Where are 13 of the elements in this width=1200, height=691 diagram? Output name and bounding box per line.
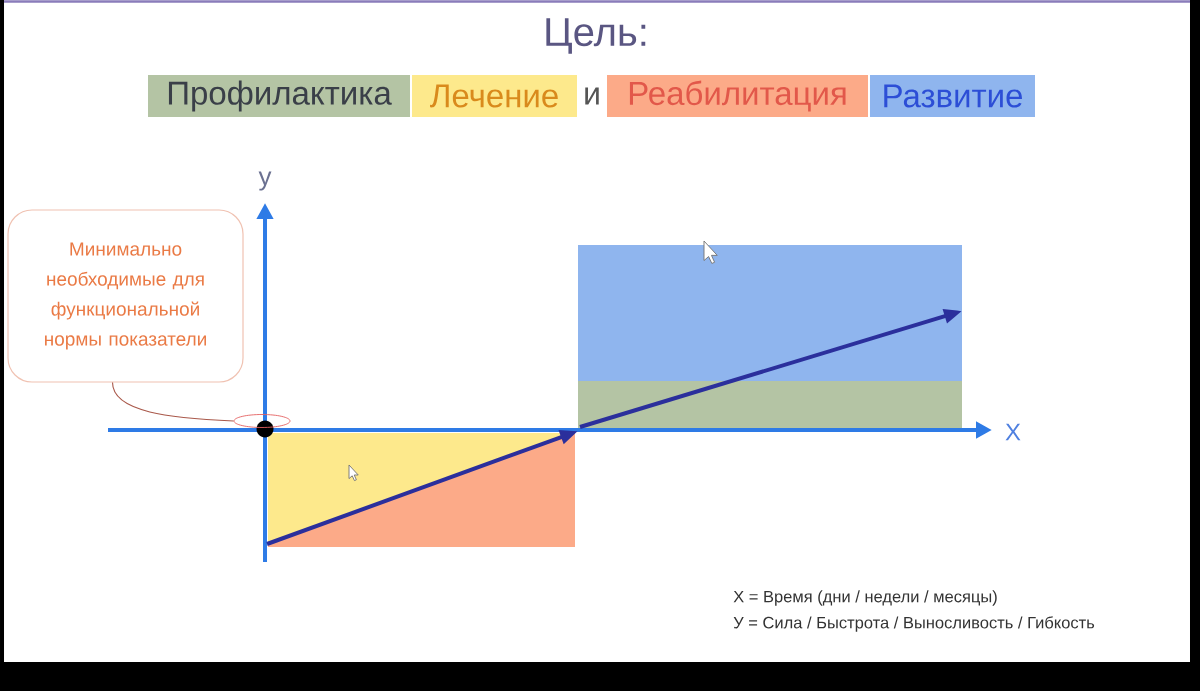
axis-note: У = Сила / Быстрота / Выносливость / Гибкость	[733, 616, 1095, 632]
axis-note: X = Время (дни / недели / месяцы)	[733, 590, 997, 606]
legend-text: Развитие	[884, 84, 1022, 108]
legend-text: Профилактика	[168, 80, 392, 112]
leader-line	[111, 382, 235, 422]
legend-text: Реабилитация	[629, 80, 846, 112]
connecting-word: и	[585, 87, 599, 105]
axis-label: X	[1005, 423, 1021, 441]
axis-label: y	[258, 171, 272, 191]
title: Цель:	[546, 18, 646, 54]
legend-text: Лечение	[430, 84, 558, 108]
highlight-ellipse	[233, 414, 291, 428]
callout-box: Минимально необходимые для функциональной нормы показатели	[7, 209, 244, 383]
